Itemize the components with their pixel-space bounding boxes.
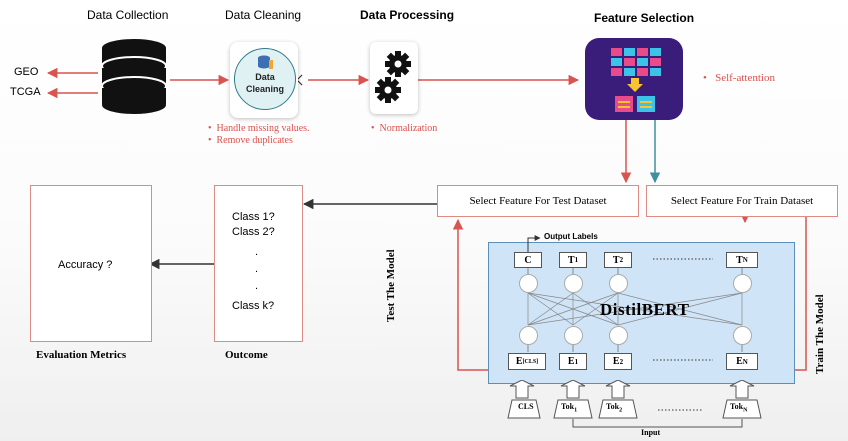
lower-node bbox=[519, 326, 538, 345]
upper-node bbox=[564, 274, 583, 293]
upper-node bbox=[519, 274, 538, 293]
cleaning-circle: Data Cleaning bbox=[234, 48, 296, 110]
stage-title-selection: Feature Selection bbox=[594, 11, 695, 25]
output-tn-text: T bbox=[736, 254, 743, 266]
output-c-text: C bbox=[524, 254, 532, 266]
selection-note: • Self-attention bbox=[703, 72, 775, 84]
outcome-title: Outcome bbox=[225, 349, 268, 361]
token-2-text: Tok bbox=[606, 402, 620, 411]
outcome-class-1: Class 1? bbox=[232, 211, 275, 223]
processing-note-text: Normalization bbox=[379, 123, 438, 134]
emb-cls-text: E bbox=[515, 356, 523, 367]
emb-1-text: E bbox=[567, 356, 575, 367]
token-arrows bbox=[507, 380, 762, 428]
evaluation-text: Accuracy ? bbox=[58, 259, 113, 271]
outcome-box: Class 1? Class 2? . . . Class k? bbox=[214, 185, 303, 342]
token-2: Tok2 bbox=[606, 402, 622, 414]
stage-title-processing: Data Processing bbox=[360, 8, 455, 22]
feature-grid-icon bbox=[611, 48, 661, 112]
stage-title-collection: Data Collection bbox=[87, 8, 169, 22]
cleaning-note-2-text: Remove duplicates bbox=[216, 135, 293, 146]
cleaning-card: Data Cleaning bbox=[230, 42, 298, 118]
cleaning-note-1-text: Handle missing values. bbox=[216, 123, 310, 134]
emb-cls-sub: [CLS] bbox=[522, 358, 539, 365]
lower-node bbox=[609, 326, 628, 345]
upper-node bbox=[609, 274, 628, 293]
cleaning-icon-line1: Data bbox=[255, 72, 275, 82]
output-t1-text: T bbox=[567, 254, 575, 266]
outcome-class-2: Class 2? bbox=[232, 226, 275, 238]
model-connections bbox=[527, 235, 743, 361]
source-geo: GEO bbox=[14, 66, 39, 78]
input-label: Input bbox=[641, 428, 661, 437]
test-model-path bbox=[452, 218, 488, 371]
selection-note-text: Self-attention bbox=[715, 72, 775, 84]
token-1-sub: 1 bbox=[574, 407, 578, 414]
train-model-label: Train The Model bbox=[814, 294, 826, 374]
evaluation-title: Evaluation Metrics bbox=[36, 349, 127, 361]
database-icon bbox=[101, 39, 167, 114]
token-1-text: Tok bbox=[561, 402, 575, 411]
embedding-box-cls: E[CLS] bbox=[508, 353, 546, 370]
test-model-label: Test The Model bbox=[385, 249, 397, 322]
processing-note: • Normalization bbox=[371, 123, 438, 134]
stage-title-cleaning: Data Cleaning bbox=[225, 8, 302, 22]
lower-node bbox=[564, 326, 583, 345]
source-tcga: TCGA bbox=[10, 86, 41, 98]
feature-selection-icon bbox=[585, 38, 683, 120]
lower-node bbox=[733, 326, 752, 345]
output-t1-sub: 1 bbox=[574, 256, 579, 264]
emb-n-sub: N bbox=[742, 357, 748, 366]
outcome-class-k: Class k? bbox=[232, 300, 275, 312]
cleaning-note-1: • Handle missing values. bbox=[208, 123, 310, 134]
output-box-c: C bbox=[514, 252, 542, 268]
token-n-sub: N bbox=[743, 407, 748, 414]
token-2-sub: 2 bbox=[619, 407, 623, 414]
emb-1-sub: 1 bbox=[574, 357, 579, 366]
gears-icon bbox=[375, 51, 411, 103]
emb-2-text: E bbox=[612, 356, 620, 367]
processing-card bbox=[370, 42, 418, 114]
output-labels-text: Output Labels bbox=[544, 232, 598, 241]
outcome-dot-3: . bbox=[255, 280, 259, 292]
token-n-text: Tok bbox=[730, 402, 744, 411]
token-n: TokN bbox=[730, 402, 747, 414]
evaluation-box: Accuracy ? bbox=[30, 185, 152, 342]
token-1: Tok1 bbox=[561, 402, 577, 414]
emb-n-text: E bbox=[736, 356, 743, 367]
output-t2-text: T bbox=[612, 254, 620, 266]
outcome-dot-1: . bbox=[255, 246, 259, 258]
select-test-box: Select Feature For Test Dataset bbox=[437, 185, 639, 217]
cleaning-icon-line2: Cleaning bbox=[245, 84, 284, 94]
select-train-box: Select Feature For Train Dataset bbox=[646, 185, 838, 217]
model-name: DistilBERT bbox=[600, 300, 690, 319]
cleaning-note-2: • Remove duplicates bbox=[208, 135, 293, 146]
outcome-dot-2: . bbox=[255, 263, 259, 275]
output-tn-sub: N bbox=[742, 256, 748, 264]
output-t2-sub: 2 bbox=[619, 256, 624, 264]
database-brush-icon bbox=[258, 55, 273, 69]
upper-node bbox=[733, 274, 752, 293]
token-cls: CLS bbox=[518, 402, 534, 411]
emb-2-sub: 2 bbox=[619, 357, 624, 366]
